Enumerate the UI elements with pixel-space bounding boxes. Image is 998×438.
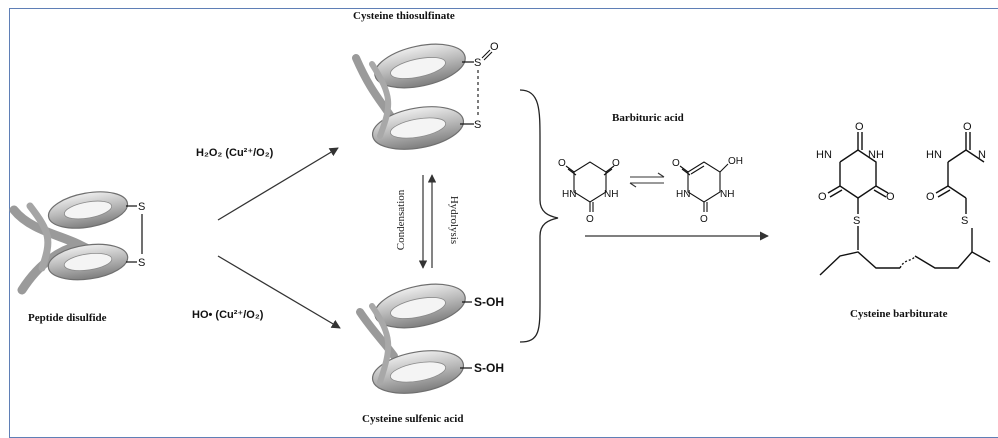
atom-s-c2: S xyxy=(961,215,968,227)
atom-s-c1: S xyxy=(853,215,860,227)
thiosulfinate-structure: S O S xyxy=(352,41,499,150)
atom-o-c3: O xyxy=(886,191,895,203)
tautomer-equilibrium-arrows xyxy=(629,172,665,188)
arrow-to-sulfenic xyxy=(217,255,341,329)
atom-o-a2: O xyxy=(612,158,620,169)
atom-o-a1: O xyxy=(558,158,566,169)
arrow-to-thiosulfinate xyxy=(217,147,339,221)
atom-o-c5: O xyxy=(926,191,935,203)
atom-o-b1: O xyxy=(672,158,680,169)
atom-s-bottom: S xyxy=(474,119,481,131)
label-barbituric-acid: Barbituric acid xyxy=(612,112,684,124)
atom-o-thiosulfinate: O xyxy=(490,41,499,53)
reaction-scheme: S S S O S xyxy=(9,8,998,438)
label-cysteine-barbiturate: Cysteine barbiturate xyxy=(850,308,948,320)
barbituric-acid-enol xyxy=(679,161,729,212)
atom-n-b: NH xyxy=(720,189,734,200)
condition-ho-radical: HO• (Cu²⁺/O₂) xyxy=(192,309,264,321)
label-peptide-disulfide: Peptide disulfide xyxy=(28,312,107,324)
atom-nh-c1: NH xyxy=(868,149,884,161)
atom-hn-a: HN xyxy=(562,189,576,200)
label-hydrolysis: Hydrolysis xyxy=(448,195,460,245)
atom-o-b3: O xyxy=(700,214,708,225)
atom-s-2: S xyxy=(138,257,145,269)
atom-o-a3: O xyxy=(586,214,594,225)
atom-o-c4: O xyxy=(963,121,972,133)
condition-h2o2: H₂O₂ (Cu²⁺/O₂) xyxy=(196,147,274,159)
cysteine-barbiturate-structure xyxy=(819,132,991,276)
sulfenic-group-upper: S-OH xyxy=(474,295,504,309)
sulfenic-group-lower: S-OH xyxy=(474,361,504,375)
barbituric-acid-keto xyxy=(565,161,615,212)
label-thiosulfinate: Cysteine thiosulfinate xyxy=(353,10,455,22)
sulfenic-acid-structure xyxy=(356,283,472,394)
atom-hn-c1: HN xyxy=(816,149,832,161)
atom-o-c1: O xyxy=(855,121,864,133)
scheme-graphics: S S S O S xyxy=(9,41,991,394)
curly-brace xyxy=(519,89,559,343)
peptide-disulfide-structure: S S xyxy=(9,191,145,295)
atom-nh-a: NH xyxy=(604,189,618,200)
atom-s-1: S xyxy=(138,201,145,213)
atom-s-top: S xyxy=(474,57,481,69)
label-sulfenic-acid: Cysteine sulfenic acid xyxy=(362,413,464,425)
atom-o-c2: O xyxy=(818,191,827,203)
atom-hn-b: HN xyxy=(676,189,690,200)
label-condensation: Condensation xyxy=(395,189,407,251)
atom-hn-c2: HN xyxy=(926,149,942,161)
atom-oh-b: OH xyxy=(728,156,743,167)
atom-n-c2: N xyxy=(978,149,986,161)
